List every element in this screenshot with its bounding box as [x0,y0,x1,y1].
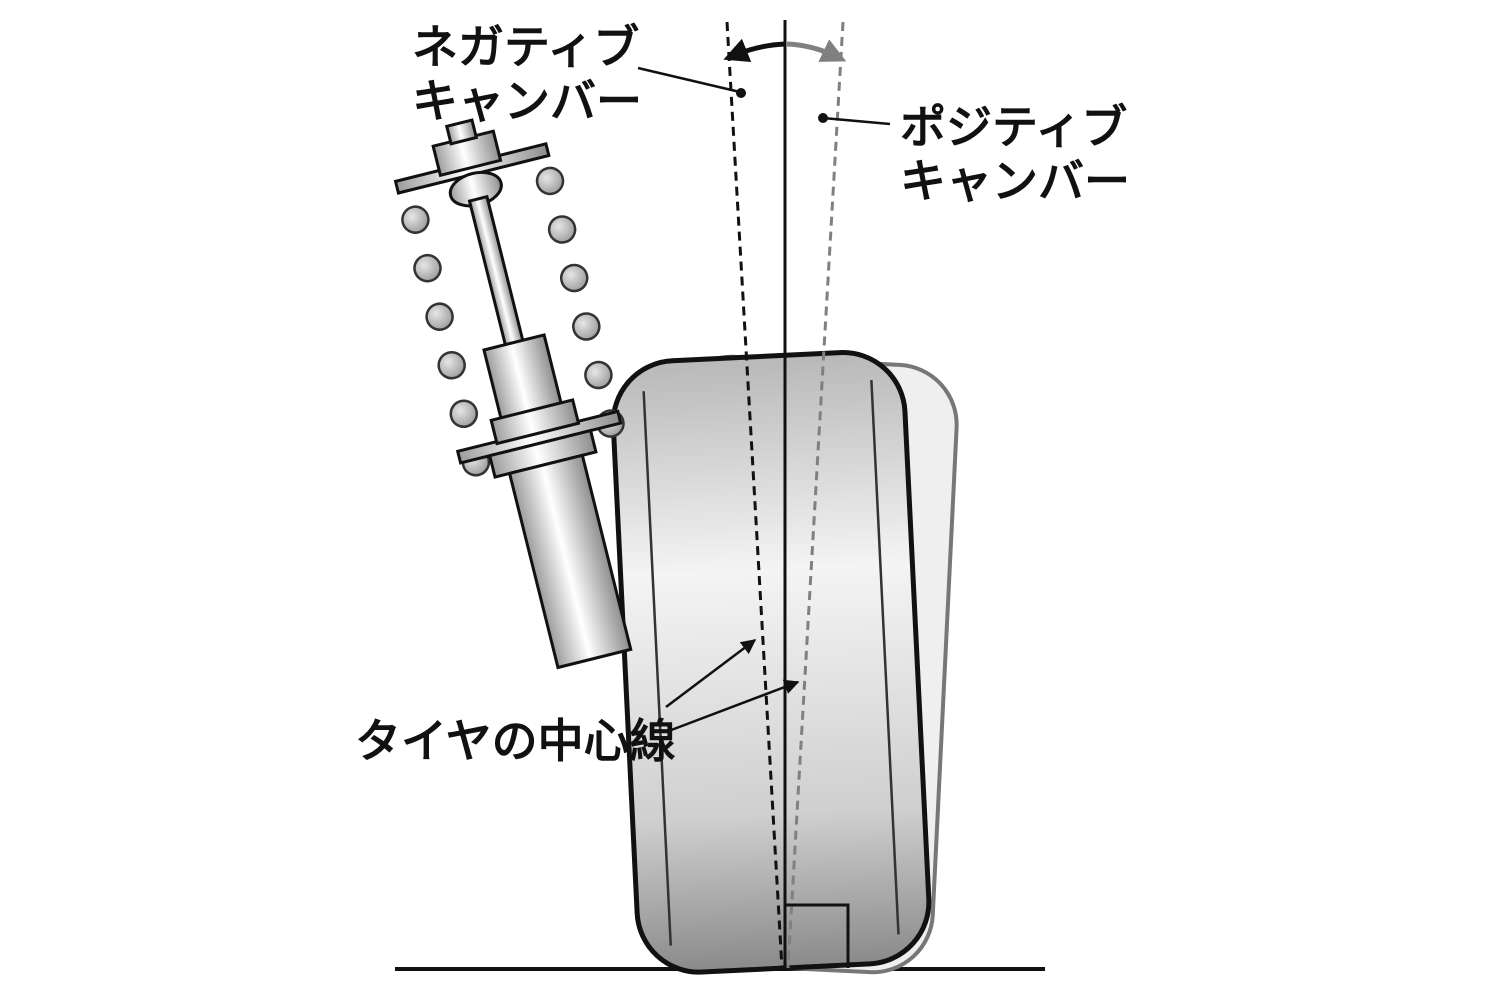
tire-centerline-label: タイヤの中心線 [355,714,676,768]
double-arrow-icon [723,38,847,62]
strut-assembly [393,118,633,670]
negative-camber-line2: キャンバー [412,74,642,128]
positive-camber-line1: ポジティブ [900,100,1128,154]
positive-centerline [786,21,845,969]
leader-lines [637,66,891,734]
negative-camber-tire [610,350,932,975]
coil-spring [401,166,625,477]
positive-camber-line2: キャンバー [900,154,1130,208]
positive-camber-label: ポジティブ キャンバー [900,100,1130,208]
negative-camber-line1: ネガティブ [412,20,640,74]
negative-camber-label: ネガティブ キャンバー [412,20,642,128]
negative-centerline [725,21,784,969]
tire-centerline-text: タイヤの中心線 [355,714,676,768]
right-angle-marker [785,903,850,968]
